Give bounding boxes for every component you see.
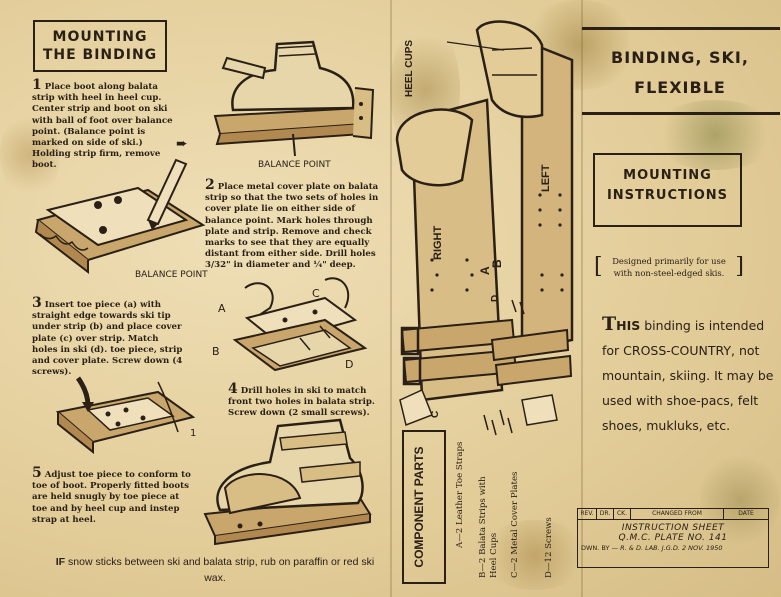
title-block: REV. DR. CK. CHANGED FROM DATE INSTRUCTI… [577,508,769,568]
step-4-text: Drill holes in ski to match front two ho… [228,386,375,419]
step-5-number: 5 [32,465,42,481]
designed-line1: Designed primarily for use [612,256,726,266]
balance-point-label-2: BALANCE POINT [135,270,208,280]
body-line4: used with shoe-pacs, felt [602,393,759,408]
instructions-title-line1: MOUNTING [623,168,712,183]
tb-ck: CK. [614,509,631,519]
tb-line1: INSTRUCTION SHEET [621,523,725,533]
drop-cap: T [602,313,617,335]
description-body: THIS binding is intended for CROSS-COUNT… [602,312,780,438]
mounting-title-box: MOUNTING THE BINDING [33,20,167,72]
mounting-title-line2: THE BINDING [42,47,158,63]
footnote: IF snow sticks between ski and balata st… [55,554,375,586]
left-strip-label: LEFT [540,164,552,193]
step-4-number: 4 [228,381,238,397]
bracket-right: ] [735,254,744,279]
fold-line [390,0,392,597]
right-strip-label: RIGHT [432,225,444,260]
title-rule-top [582,27,780,30]
tb-line2: Q.M.C. PLATE NO. 141 [618,533,728,543]
boot-balance-illustration [213,40,375,157]
label-a: A [218,302,226,315]
step-1-text: Place boot along balata strip with heel … [32,82,173,171]
step-2-number: 2 [205,177,215,193]
step-2-text: Place metal cover plate on balata strip … [205,182,379,271]
mounting-title-line1: MOUNTING [52,29,148,45]
body-lead: HIS [616,318,641,333]
label-b: B [212,345,220,358]
instructions-title-line2: INSTRUCTIONS [606,188,729,203]
body-line5: shoes, mukluks, etc. [602,418,731,433]
mid-label-c: C [430,410,441,418]
component-parts-box: COMPONENT PARTS [402,430,446,584]
fold-line [581,0,583,597]
heel-cups-label: HEEL CUPS [404,39,415,97]
step-3-number: 3 [32,295,42,311]
tb-dwn-info: R. & D. LAB. J.G.D. 2 NOV. 1950 [620,544,723,552]
footnote-text: snow sticks between ski and balata strip… [68,556,375,584]
part-d: D—12 Screws [544,517,554,578]
body-line1: binding is intended [644,318,765,333]
step-5-text: Adjust toe piece to conform to toe of bo… [32,470,191,525]
step-3-text: Insert toe piece (a) with straight edge … [32,300,183,378]
component-parts-title: COMPONENT PARTS [412,446,426,568]
tb-dwn-label: DWN. BY — [581,544,619,552]
balance-point-label-1: BALANCE POINT [258,160,331,170]
designed-line2: with non-steel-edged skis. [613,268,725,278]
label-c: C [312,287,320,300]
title-block-header: REV. DR. CK. CHANGED FROM DATE [578,509,768,520]
body-line3: mountain, skiing. It may be [602,368,774,383]
product-title-line1: BINDING, SKI, [611,48,749,67]
tb-changed: CHANGED FROM [631,509,724,519]
tb-date: DATE [738,510,754,517]
drill-holes-illustration [55,376,196,455]
footnote-lead: IF [55,556,66,568]
tb-drawn-by: DWN. BY — R. & D. LAB. J.G.D. 2 NOV. 195… [578,544,768,552]
mid-label-b: B [490,259,504,268]
step-1-number: 1 [32,77,42,93]
bracket-left: [ [594,254,603,279]
part-b: B—2 Balata Strips with Heel Cups [478,476,499,578]
tb-dr: DR. [597,509,614,519]
label-1: 1 [190,428,197,439]
label-d: D [345,358,354,371]
toe-assembly-illustration [232,277,368,372]
arrow-right-icon: ➨ [176,136,188,152]
tb-rev: REV. [578,509,597,519]
mid-label-d: D [490,294,501,302]
part-c: C—2 Metal Cover Plates [510,471,520,578]
boot-in-binding-illustration [203,418,372,546]
product-title-line2: FLEXIBLE [634,78,726,97]
designed-note: [ Designed primarily for use with non-st… [594,255,744,281]
balata-strips-illustration [395,20,574,436]
part-a: A—2 Leather Toe Straps [455,441,465,548]
plate-marking-illustration [34,158,206,275]
title-rule-bottom [582,112,780,115]
body-line2: for CROSS-COUNTRY, not [602,343,760,358]
mounting-instructions-box: MOUNTING INSTRUCTIONS [593,153,742,227]
